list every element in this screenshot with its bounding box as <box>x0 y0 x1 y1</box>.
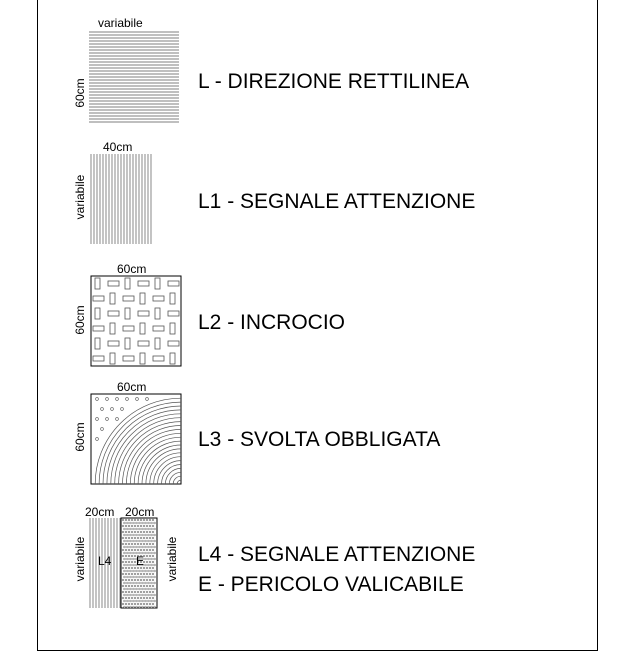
legend-item-l1: 40cm variabile L1 - SEGNALE ATTENZIONE <box>73 140 475 244</box>
label-l2: L2 - INCROCIO <box>198 311 345 334</box>
label-l: L - DIREZIONE RETTILINEA <box>198 70 469 93</box>
label-e: E - PERICOLO VALICABILE <box>198 573 464 596</box>
label-l1: L1 - SEGNALE ATTENZIONE <box>198 190 475 213</box>
tile-svolta-obbligata <box>90 393 182 485</box>
tile-label-e: E <box>136 554 144 568</box>
tile-l4-segnale-attenzione <box>89 518 121 608</box>
dim-top-l1: 40cm <box>103 140 132 154</box>
dim-left-l1: variabile <box>73 174 87 219</box>
legend-item-l2: 60cm 60cm L2 - INCROCIO <box>73 262 345 367</box>
tile-segnale-attenzione <box>90 154 152 244</box>
dim-left-l3: 60cm <box>73 422 87 451</box>
dim-right-e: variabile <box>165 536 179 581</box>
legend-item-l4-e: 20cm 20cm variabile variabile L4 E L4 - … <box>73 505 475 609</box>
tile-direzione-rettilinea <box>89 31 179 123</box>
dim-top-e: 20cm <box>125 505 154 519</box>
tile-e-pericolo-valicabile <box>120 517 158 609</box>
dim-top-l2: 60cm <box>117 262 146 276</box>
dim-top-l4: 20cm <box>85 505 114 519</box>
dim-top-l3: 60cm <box>117 380 146 394</box>
legend-frame <box>37 0 598 651</box>
legend-item-l: variabile 60cm L - DIREZIONE RETTILINEA <box>73 16 469 123</box>
tile-incrocio <box>90 275 182 367</box>
dim-left-l: 60cm <box>73 78 87 107</box>
tile-label-l4: L4 <box>98 554 112 568</box>
label-l4: L4 - SEGNALE ATTENZIONE <box>198 543 475 566</box>
dim-top-l: variabile <box>98 16 143 30</box>
dim-left-l4: variabile <box>73 536 87 581</box>
legend-item-l3: 60cm 60cm L3 - SVOLTA OBBLIGATA <box>73 380 440 485</box>
dim-left-l2: 60cm <box>73 305 87 334</box>
label-l3: L3 - SVOLTA OBBLIGATA <box>198 428 440 451</box>
